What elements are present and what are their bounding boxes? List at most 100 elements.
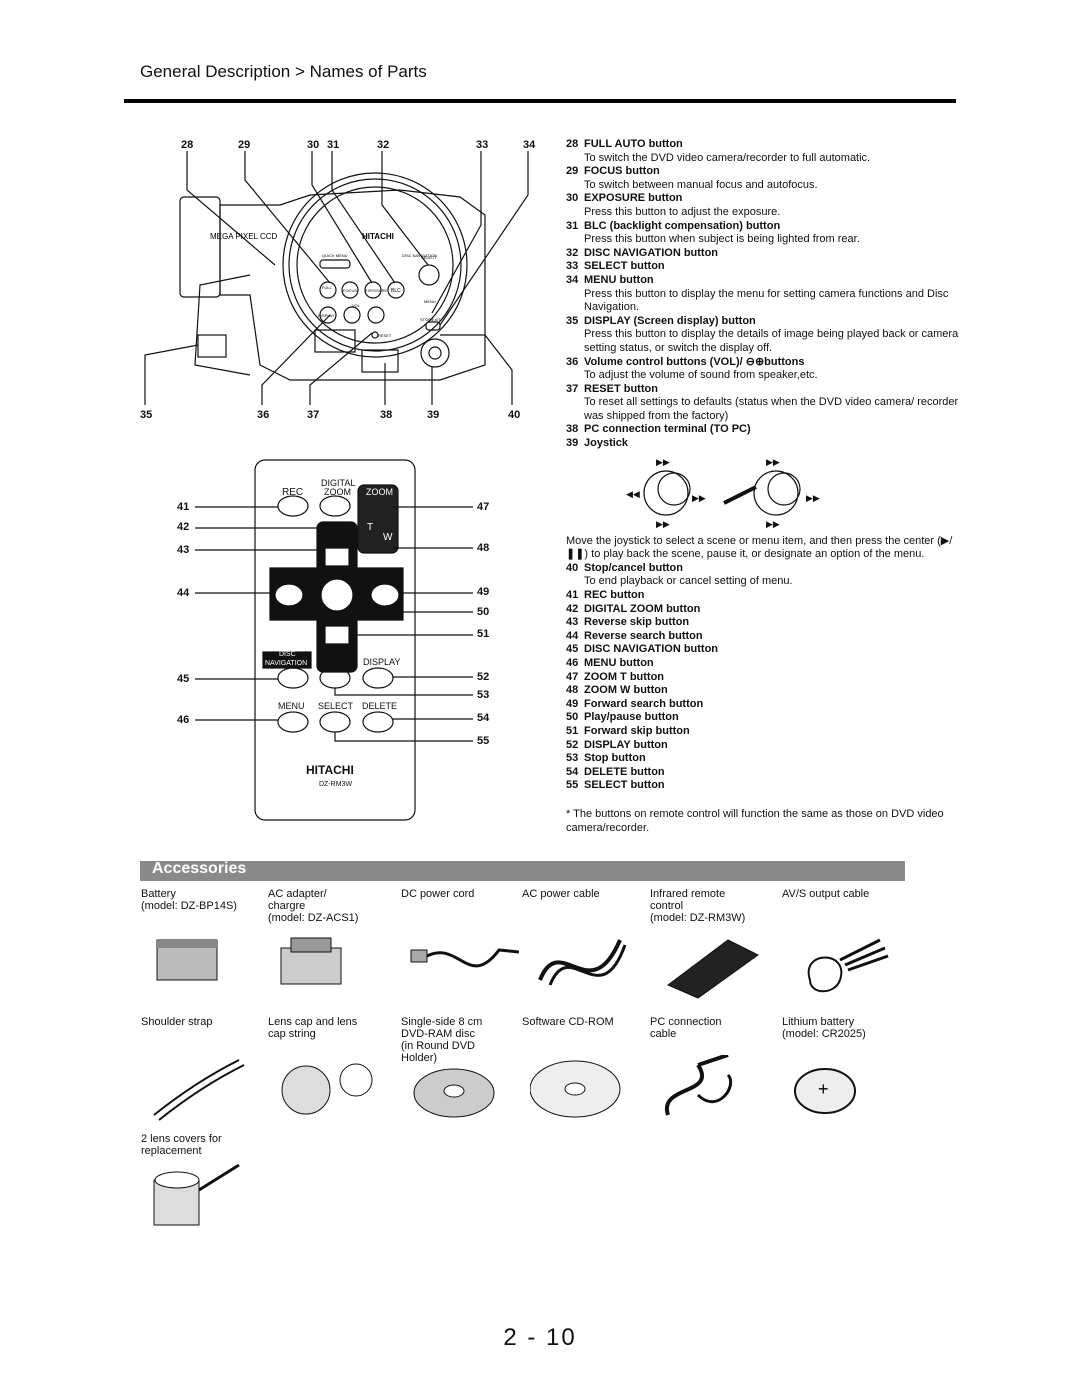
- part-number: 38: [566, 423, 579, 436]
- callout-49: 49: [477, 586, 490, 598]
- svg-text:STOP/EXIT: STOP/EXIT: [420, 317, 441, 322]
- part-label: FULL AUTO button: [584, 138, 683, 150]
- strap-icon: [153, 1059, 245, 1121]
- callout-44: 44: [177, 587, 190, 599]
- svg-text:VOL: VOL: [352, 303, 361, 308]
- svg-text:▶▶: ▶▶: [692, 493, 706, 503]
- joystick-diagram: ▶▶◀◀▶▶▶▶ ▶▶▶▶▶▶: [626, 457, 820, 529]
- part-description: Press this button when subject is being …: [584, 233, 860, 246]
- callout-41: 41: [177, 501, 190, 513]
- part-number: 54: [566, 765, 579, 778]
- mega-pixel-label: MEGA PIXEL CCD: [210, 232, 278, 241]
- accessory-label: PC connection cable: [650, 1016, 722, 1040]
- svg-text:DISC: DISC: [279, 651, 296, 658]
- callout-50: 50: [477, 606, 490, 618]
- svg-text:DISC NAVIGATION: DISC NAVIGATION: [402, 253, 437, 258]
- svg-text:DISPLAY: DISPLAY: [318, 313, 335, 318]
- part-label: FOCUS button: [584, 165, 660, 178]
- remote-figure: 41 42 43 44 45 46 47 48 49 50 51 52 53 5…: [175, 458, 505, 828]
- part-description: To end playback or cancel setting of men…: [584, 575, 793, 588]
- battery-icon: [156, 939, 218, 981]
- remote-drawing: REC DIGITAL ZOOM ZOOM T W DISC NAVIGATIO…: [195, 459, 473, 821]
- joystick-description: Move the joystick to select a scene or m…: [566, 534, 953, 561]
- part-number: 47: [566, 670, 579, 683]
- part-number: 32: [566, 246, 579, 259]
- coin-battery-icon: +: [794, 1068, 856, 1114]
- svg-text:▶▶: ▶▶: [766, 519, 780, 529]
- svg-text:DZ-RM3W: DZ-RM3W: [319, 781, 352, 788]
- svg-text:W: W: [383, 532, 393, 543]
- part-number: 55: [566, 779, 579, 792]
- callout-30: 30: [307, 139, 320, 151]
- part-description: To reset all settings to defaults (statu…: [584, 396, 959, 422]
- svg-text:QUICK MENU: QUICK MENU: [322, 253, 348, 258]
- part-description: Press this button to display the details…: [584, 328, 959, 354]
- part-number: 28: [566, 138, 579, 150]
- part-number: 31: [566, 219, 579, 232]
- pc-cable-icon: [664, 1055, 733, 1116]
- part-label: ZOOM T button: [584, 670, 665, 683]
- part-number: 37: [566, 382, 579, 395]
- callout-40: 40: [508, 409, 521, 421]
- callout-33: 33: [476, 139, 489, 151]
- accessory-label: 2 lens covers for replacement: [141, 1133, 222, 1157]
- part-number: 51: [566, 724, 579, 737]
- svg-text:FULL: FULL: [322, 285, 333, 290]
- part-label: PC connection terminal (TO PC): [584, 423, 751, 436]
- callout-34: 34: [523, 139, 536, 151]
- part-label: REC button: [584, 589, 645, 602]
- remote-note: * The buttons on remote control will fun…: [566, 808, 944, 834]
- svg-text:ZOOM: ZOOM: [366, 487, 393, 497]
- callout-31: 31: [327, 139, 340, 151]
- part-label: Forward search button: [584, 697, 704, 710]
- svg-text:▶▶: ▶▶: [656, 457, 670, 467]
- svg-text:▶▶: ▶▶: [806, 493, 820, 503]
- svg-text:BLC: BLC: [391, 288, 401, 294]
- callout-52: 52: [477, 671, 490, 683]
- accessory-label: Lithium battery (model: CR2025): [782, 1016, 866, 1040]
- svg-text:+: +: [818, 1079, 829, 1099]
- part-number: 34: [566, 273, 579, 286]
- accessory-label: Software CD-ROM: [522, 1016, 614, 1028]
- svg-text:SELECT: SELECT: [421, 255, 437, 260]
- svg-text:DISPLAY: DISPLAY: [363, 657, 400, 667]
- callout-51: 51: [477, 628, 490, 640]
- svg-text:▶▶: ▶▶: [766, 457, 780, 467]
- part-description: Press this button to display the menu fo…: [584, 287, 949, 314]
- accessory-label: AV/S output cable: [782, 888, 870, 900]
- part-number: 44: [566, 629, 579, 642]
- part-label: DISPLAY button: [584, 738, 668, 751]
- part-label: SELECT button: [584, 779, 665, 792]
- accessory-label: Battery (model: DZ-BP14S): [141, 888, 237, 912]
- part-description: To switch between manual focus and autof…: [584, 178, 818, 191]
- svg-text:MENU: MENU: [424, 299, 436, 304]
- svg-text:FOCUS: FOCUS: [343, 288, 357, 293]
- cdrom-icon: [530, 1060, 621, 1118]
- lens-cap-icon: [281, 1063, 373, 1115]
- part-label: Stop/cancel button: [584, 561, 683, 574]
- callout-39: 39: [427, 409, 440, 421]
- callout-54: 54: [477, 712, 490, 724]
- dvd-icon: [413, 1068, 495, 1118]
- svg-text:HITACHI: HITACHI: [362, 232, 394, 241]
- part-label: EXPOSURE button: [584, 192, 683, 205]
- callout-37: 37: [307, 409, 320, 421]
- part-label: Play/pause button: [584, 711, 679, 724]
- svg-text:◀◀: ◀◀: [626, 489, 640, 499]
